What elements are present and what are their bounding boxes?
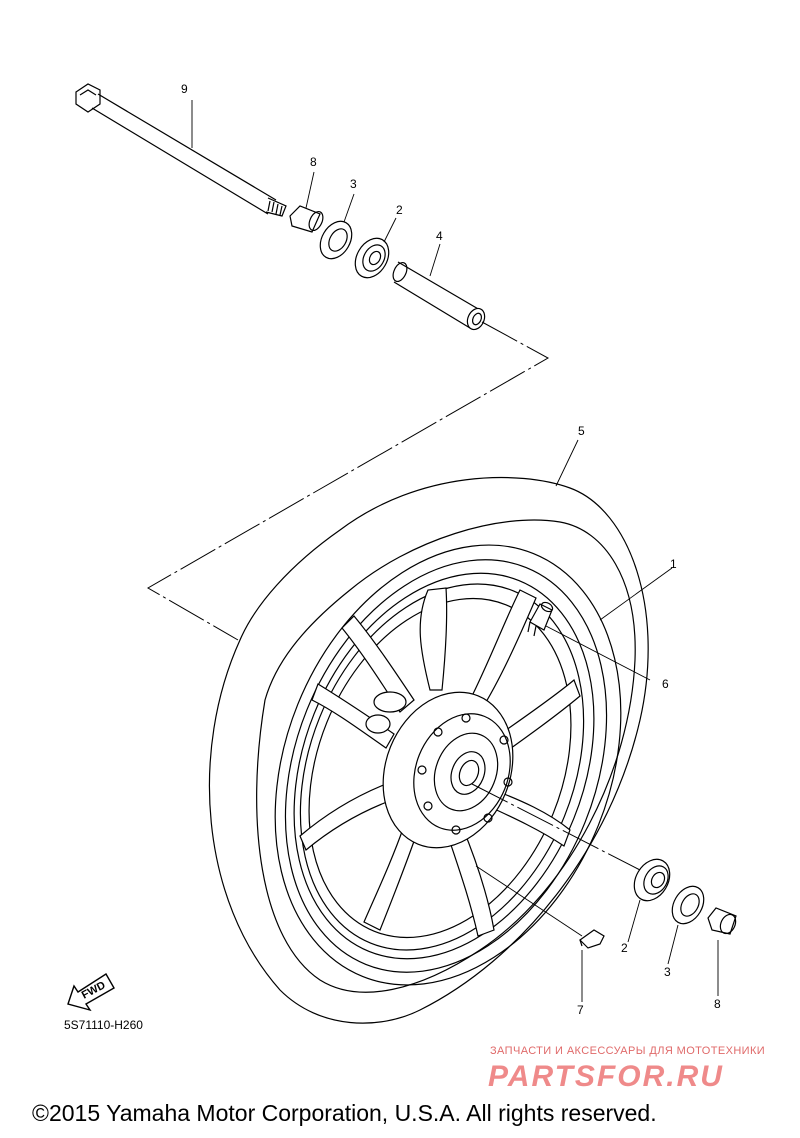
callout-8-bottom: 8	[714, 997, 721, 1011]
spacer-part-4	[392, 261, 486, 331]
collar-part-8-bottom	[707, 907, 737, 935]
callout-7: 7	[577, 1003, 584, 1017]
callout-3-bottom: 3	[664, 965, 671, 979]
wheel-part-1	[274, 544, 622, 986]
bearing-part-2-top	[354, 237, 390, 279]
callout-8-top: 8	[310, 155, 317, 169]
svg-text:PARTSFOR.RU: PARTSFOR.RU	[488, 1060, 724, 1093]
seal-part-3-bottom	[671, 885, 705, 925]
valve-part-6	[527, 601, 554, 637]
copyright-notice: ©2015 Yamaha Motor Corporation, U.S.A. A…	[32, 1100, 657, 1126]
collar-part-8-top	[289, 205, 324, 233]
fwd-arrow-icon: FWD	[67, 973, 115, 1012]
assembly-path-dashed	[146, 321, 550, 641]
leader-lines	[191, 100, 719, 1002]
bearing-part-2-bottom	[633, 858, 671, 902]
callout-9: 9	[181, 82, 188, 96]
callout-1: 1	[670, 557, 677, 571]
balance-weight-part-7	[579, 929, 605, 949]
drawing-code: 5S71110-H260	[64, 1018, 143, 1032]
partsfor-logo: PARTSFOR.RU	[488, 1060, 724, 1093]
callout-4: 4	[436, 229, 443, 243]
seal-part-3-top	[319, 220, 353, 260]
callout-2-bottom: 2	[621, 941, 628, 955]
axle-part-9	[75, 83, 287, 217]
callout-2-top: 2	[396, 203, 403, 217]
watermark-tagline: ЗАПЧАСТИ И АКСЕССУАРЫ ДЛЯ МОТОТЕХНИКИ	[490, 1045, 766, 1057]
assembly-path-dashed-lower	[471, 783, 641, 871]
callout-6: 6	[662, 677, 669, 691]
callout-5: 5	[578, 424, 585, 438]
callout-3-top: 3	[350, 177, 357, 191]
